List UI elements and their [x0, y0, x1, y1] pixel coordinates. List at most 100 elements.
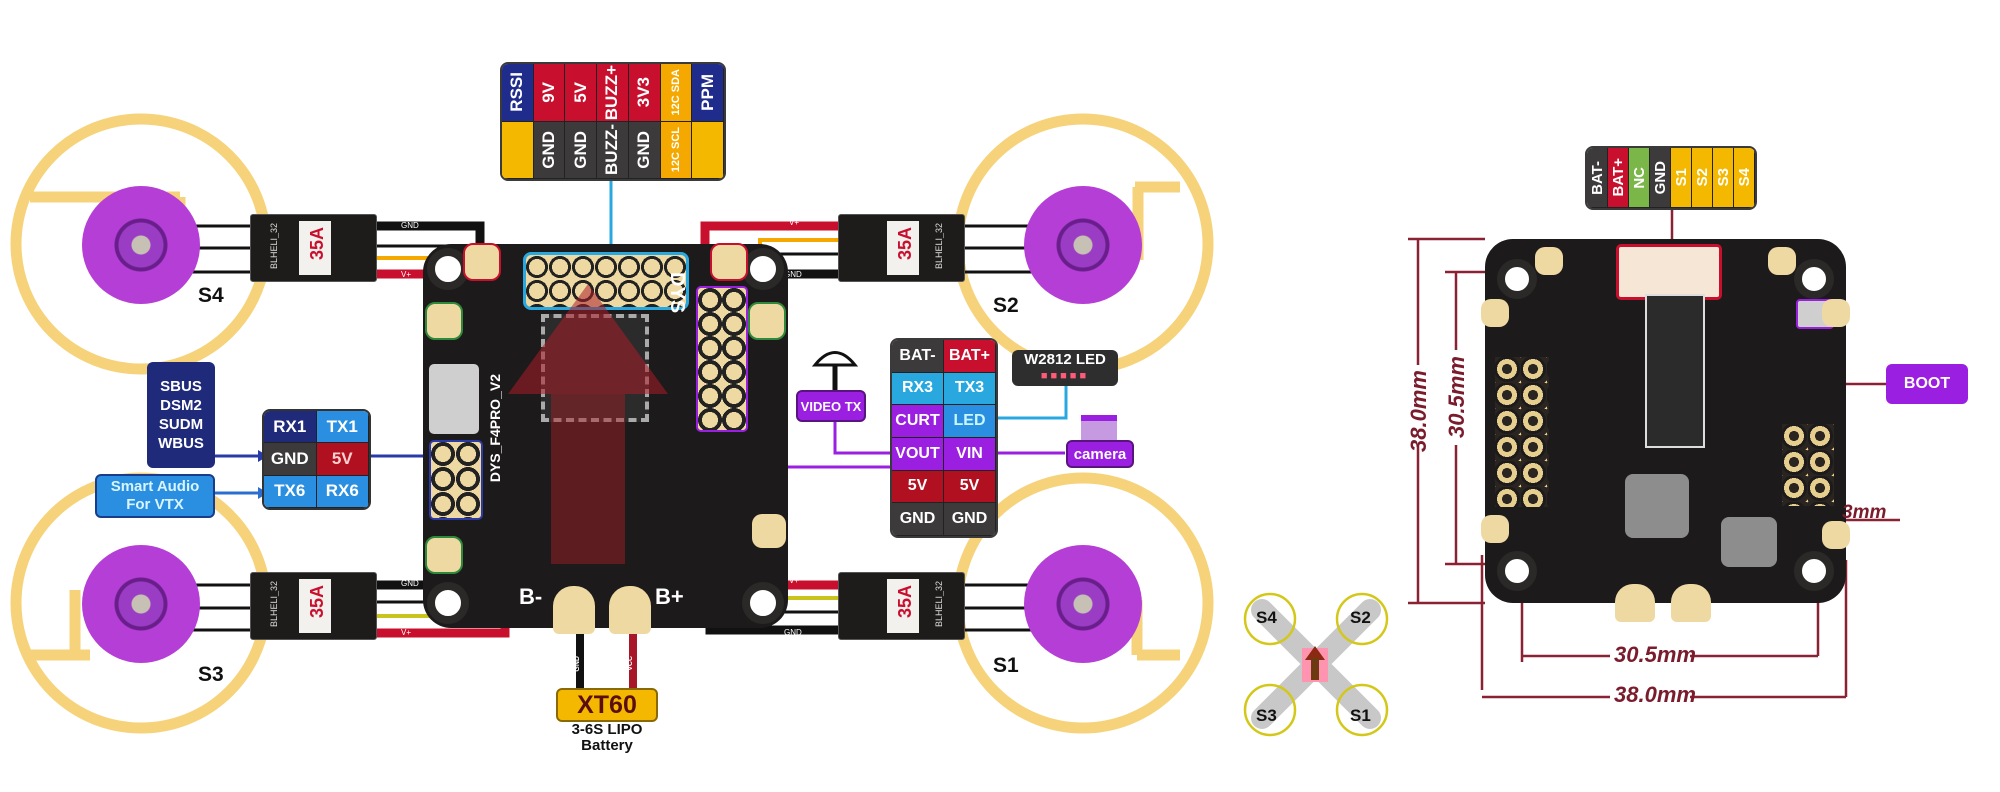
- pdb-pad: [1822, 521, 1850, 549]
- esc-rating: 35A: [307, 227, 327, 261]
- pin-buzz-plus: BUZZ+: [602, 64, 622, 120]
- battery-negative-label: B-: [519, 584, 543, 609]
- battery-label: Battery: [581, 737, 633, 754]
- dim-outer-width: 38.0mm: [1614, 682, 1696, 707]
- protocol-sudm: SUDM: [158, 416, 204, 433]
- battery-type: 3-6S LIPO: [571, 721, 643, 738]
- led-strip-box: W2812 LED ■■■■■: [1012, 350, 1118, 386]
- board-name: DYS_F4PRO_V2: [487, 374, 503, 483]
- pin-led: LED: [944, 405, 996, 438]
- dim-hole: 3mm: [1842, 502, 1887, 523]
- right-through-holes: [1782, 424, 1834, 506]
- pin-i2c-sda: 12C SDA: [669, 69, 682, 116]
- esc-rating: 35A: [895, 227, 915, 261]
- pin-rx1: RX1: [264, 411, 317, 444]
- pin-9v: 9V: [539, 81, 559, 103]
- esc-s3: 35A BLHELI_32 GND V+: [250, 572, 419, 640]
- esc-gnd-label: GND: [401, 579, 419, 588]
- mount-hole: [1794, 259, 1834, 299]
- dim-mount-width: 30.5mm: [1614, 642, 1696, 667]
- right-header-pads: [696, 286, 748, 432]
- camera-label: camera: [1073, 445, 1127, 463]
- top-connector-pinout: RSSI 9V 5V BUZZ+ 3V3 12C SDA PPM GND GND…: [500, 62, 726, 181]
- pin-buzz-minus: BUZZ-: [602, 124, 622, 176]
- motor-label-s1: S1: [993, 654, 1019, 677]
- quad-label-s3: S3: [1256, 706, 1277, 725]
- pin-tx1: TX1: [316, 411, 369, 444]
- pdb-pad: [1481, 299, 1509, 327]
- mount-hole: [427, 582, 469, 624]
- pdb-connector-pinout: BAT- BAT+ NC GND S1 S2 S3 S4: [1585, 146, 1757, 210]
- motor-label-s3: S3: [198, 663, 224, 686]
- pdb-pin-s1: S1: [1672, 168, 1690, 187]
- pdb-pin-bat-minus: BAT-: [1588, 160, 1606, 195]
- inductor-330: [1625, 474, 1689, 538]
- motor-s3: [82, 545, 200, 663]
- esc-vplus-label: V+: [789, 218, 800, 227]
- quad-label-s4: S4: [1256, 608, 1277, 627]
- esc-s1: 35A BLHELI_32 V+ GND: [784, 572, 965, 640]
- pdb-pin-s2: S2: [1693, 168, 1711, 187]
- left-through-holes: [1495, 357, 1549, 507]
- board-logo: DYS: [666, 272, 688, 314]
- pdb-board: [1481, 239, 1850, 622]
- pdb-battery-pad: [1615, 584, 1655, 622]
- pin-rssi: RSSI: [507, 72, 527, 113]
- usb-port: [429, 364, 479, 434]
- pin-vout: VOUT: [892, 438, 944, 471]
- esc-s2: 35A BLHELI_32 V+ GND: [784, 214, 965, 282]
- battery-negative-pad: [553, 586, 595, 634]
- esc-pad: [425, 536, 463, 574]
- pin-rx6: RX6: [316, 475, 369, 508]
- esc-pad: [463, 243, 501, 281]
- pdb-connector-socket: [1616, 244, 1722, 300]
- pin-5v: 5V: [316, 443, 369, 476]
- led-dots: ■■■■■: [1040, 370, 1090, 382]
- quad-label-s2: S2: [1350, 608, 1371, 627]
- led-strip-label: W2812 LED: [1024, 351, 1106, 368]
- esc-gnd-label: GND: [401, 221, 419, 230]
- pdb-battery-pad: [1671, 584, 1711, 622]
- pin-i2c-scl: 12C SCL: [669, 127, 682, 173]
- battery-positive-label: B+: [655, 584, 684, 609]
- pin-tx3: TX3: [944, 372, 996, 406]
- motor-s2: [1024, 186, 1142, 304]
- smart-audio-box: Smart Audio For VTX: [95, 474, 215, 518]
- pin-gnd: GND: [570, 130, 590, 169]
- quad-x-diagram: [1243, 592, 1389, 737]
- pdb-pad: [1768, 247, 1796, 275]
- mount-hole: [1497, 551, 1537, 591]
- esc-pad: [748, 302, 786, 340]
- dim-mount-height: 30.5mm: [1444, 356, 1469, 438]
- motor-s4: [82, 186, 200, 304]
- dim-outer-height: 38.0mm: [1406, 370, 1431, 452]
- protocol-dsm2: DSM2: [160, 397, 202, 414]
- pdb-pin-gnd: GND: [1651, 160, 1669, 195]
- mount-hole: [1794, 551, 1834, 591]
- pin-bat-minus: BAT-: [892, 340, 944, 373]
- battery-caption: 3-6S LIPO Battery: [556, 722, 658, 754]
- smart-audio-line2: For VTX: [126, 496, 184, 513]
- flight-controller-board: DYS_F4PRO_V2 DYS B- B+: [423, 243, 788, 634]
- esc-firmware: BLHELI_32: [269, 581, 279, 628]
- esc-gnd-label: GND: [784, 270, 802, 279]
- video-tx-box: VIDEO TX: [796, 390, 866, 422]
- pin-gnd: GND: [634, 130, 654, 169]
- xt60-connector: XT60: [556, 688, 658, 722]
- pin-gnd: GND: [944, 503, 996, 536]
- esc-firmware: BLHELI_32: [934, 223, 944, 270]
- pin-3v3: 3V3: [634, 77, 654, 108]
- esc-firmware: BLHELI_32: [934, 581, 944, 628]
- protocol-wbus: WBUS: [158, 435, 204, 452]
- motor-label-s2: S2: [993, 294, 1019, 317]
- esc-pad: [425, 302, 463, 340]
- mount-hole: [1497, 259, 1537, 299]
- ic-chip: [1645, 294, 1705, 448]
- pin-5v: 5V: [892, 470, 944, 504]
- esc-gnd-label: GND: [784, 628, 802, 637]
- inductor-100: [1721, 517, 1777, 567]
- pin-bat-plus: BAT+: [944, 340, 996, 373]
- video-tx-label: VIDEO TX: [800, 398, 862, 414]
- motor-label-s4: S4: [198, 284, 224, 307]
- mount-hole: [742, 248, 784, 290]
